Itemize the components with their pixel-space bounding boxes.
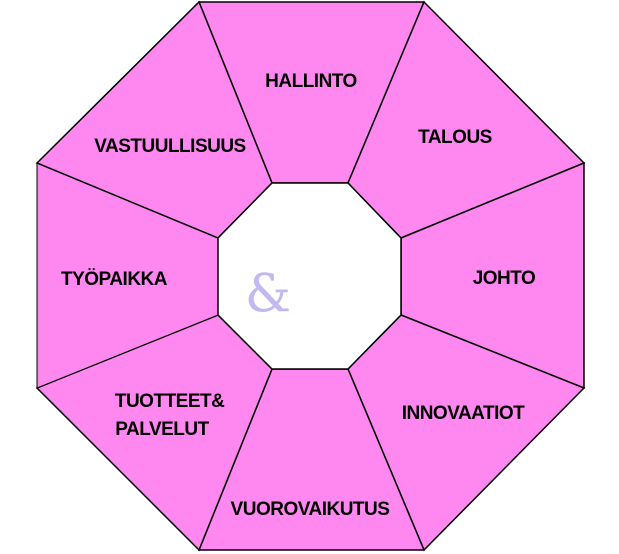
label-innovaatiot: INNOVAATIOT — [402, 403, 525, 424]
center-octagon — [217, 182, 402, 370]
label-vastuullisuus: VASTUULLISUUS — [94, 136, 245, 157]
label-johto: JOHTO — [473, 268, 536, 289]
label-hallinto: HALLINTO — [265, 71, 357, 92]
label-tyopaikka: TYÖPAIKKA — [61, 269, 168, 290]
label-talous: TALOUS — [418, 127, 492, 148]
center-ampersand: & — [245, 265, 291, 325]
label-vuorovaikutus: VUOROVAIKUTUS — [231, 499, 390, 520]
label-tuotteet-palvelut: TUOTTEET& PALVELUT — [115, 391, 229, 440]
